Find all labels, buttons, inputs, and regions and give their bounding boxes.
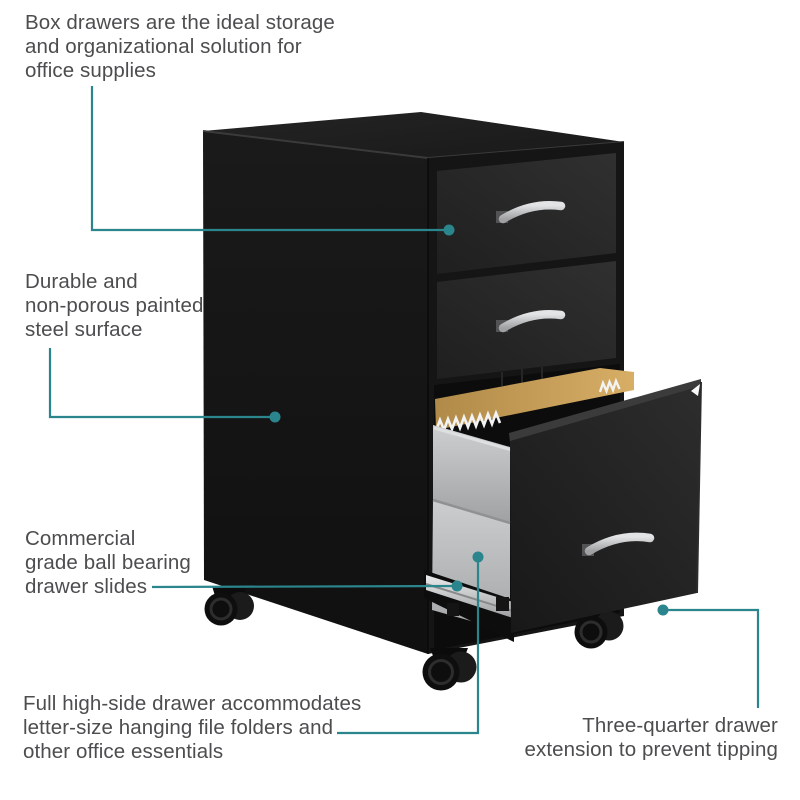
callout-line-high-side-drawer: [337, 557, 480, 735]
callout-line-drawer-extension: [663, 608, 760, 708]
slide-tab: [447, 603, 459, 616]
caster-front-wheel: [422, 653, 460, 691]
annotation-box-drawers: Box drawers are the ideal storage and or…: [25, 11, 335, 83]
file-rail-hooks-left: [434, 409, 502, 434]
annotation-steel-surface: Durable and non-porous painted steel sur…: [25, 270, 203, 342]
open-drawer-front: [509, 379, 702, 633]
caster-front-left: [422, 648, 477, 691]
annotation-text-line: grade ball bearing: [25, 551, 191, 574]
annotation-text-line: office supplies: [25, 59, 157, 82]
drawer-2-handle: [498, 310, 566, 333]
drawer-front-right-edge: [696, 381, 702, 594]
hanging-file-folders: [435, 368, 634, 430]
annotation-text-line: and organizational solution for: [25, 35, 302, 58]
callouts: [48, 86, 760, 735]
casters: [204, 586, 624, 691]
callout-line-box-drawers: [90, 86, 449, 232]
annotation-text-line: Commercial: [25, 527, 136, 550]
caster-back-left: [204, 586, 254, 626]
drawer-front-bevel: [509, 379, 701, 443]
annotation-drawer-slides: Commercial grade ball bearing drawer sli…: [25, 527, 191, 599]
callout-line-drawer-slides: [151, 584, 458, 589]
annotation-text-line: non-porous painted: [25, 294, 204, 317]
drawer-front-face: [510, 386, 701, 633]
caster-front-wheel: [204, 592, 238, 626]
annotation-text-line: Full high-side drawer accommodates: [23, 692, 362, 715]
annotation-high-side-drawer: Full high-side drawer accommodates lette…: [23, 692, 361, 764]
annotation-text-line: drawer slides: [25, 575, 148, 598]
callout-line-steel-surface: [48, 348, 275, 419]
caster-hub: [579, 620, 603, 644]
caster-front-wheel: [574, 615, 608, 649]
annotation-text-line: letter-size hanging file folders and: [23, 716, 334, 739]
slide-latch: [496, 597, 509, 611]
callout-dot-steel-surface: [269, 411, 281, 423]
box-drawer-2: [437, 261, 616, 379]
annotation-text-line: Three-quarter drawer: [582, 714, 778, 737]
caster-hub: [209, 597, 233, 621]
file-rail-hooks-right: [598, 377, 621, 395]
drawer-side-upper: [433, 425, 510, 523]
drawer-1-handle: [498, 201, 566, 224]
caster-hub: [428, 659, 454, 685]
callout-dot-high-side-drawer: [472, 551, 484, 563]
annotation-text-line: extension to prevent tipping: [524, 738, 778, 761]
annotation-text-line: Durable and: [25, 270, 138, 293]
callout-dot-drawer-slides: [451, 580, 463, 592]
drawer-front-glint: [691, 384, 700, 396]
annotation-drawer-extension: Three-quarter drawer extension to preven…: [524, 714, 778, 762]
open-file-drawer: [424, 368, 702, 642]
drawer-3-handle: [584, 532, 655, 556]
annotation-text-line: steel surface: [25, 318, 143, 341]
box-drawer-1: [437, 153, 616, 274]
cabinet-left-panel: [203, 131, 428, 654]
cabinet-top-face: [203, 112, 624, 158]
annotation-text-line: Box drawers are the ideal storage: [25, 11, 335, 34]
drawer-side-ridge: [432, 498, 511, 525]
annotation-text-line: other office essentials: [23, 740, 224, 763]
callout-dot-box-drawers: [443, 224, 455, 236]
drawer-side-top-lip: [433, 426, 513, 452]
callout-dot-drawer-extension: [657, 604, 669, 616]
drawer-1-face: [437, 153, 616, 274]
